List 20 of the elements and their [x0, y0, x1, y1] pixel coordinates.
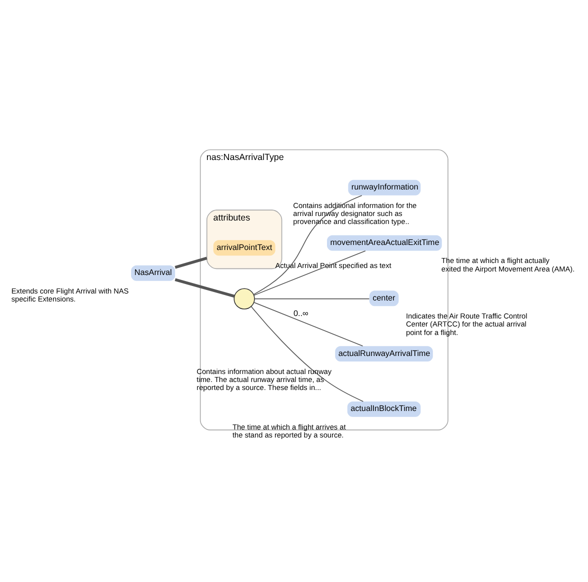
connector — [250, 306, 364, 402]
node-circle — [234, 288, 255, 309]
connector — [174, 256, 208, 268]
node-box: NasArrival — [131, 264, 176, 280]
node-box: runwayInformation — [348, 179, 421, 195]
node-box: actualInBlockTime — [347, 400, 421, 416]
connector — [254, 298, 370, 299]
node-label: Extends core Flight Arrival with NAS specific Extensions. — [11, 286, 129, 303]
connector — [254, 250, 366, 296]
node-box: arrivalPointText — [213, 240, 276, 256]
node-label: Indicates the Air Route Traffic Control Center (ARTCC) for the actual arrival point for a flight. — [406, 311, 528, 336]
edge-label: 0..∞ — [294, 308, 308, 318]
node-box: movementAreaActualExitTime — [327, 234, 442, 250]
connector — [253, 194, 362, 294]
node-box: center — [369, 290, 399, 306]
connector — [254, 301, 364, 346]
node-label: The time at which a flight actually exited the Airport Movement Area (AMA). — [441, 256, 575, 273]
connector — [174, 278, 235, 298]
node-box: actualRunwayArrivalTime — [335, 346, 433, 362]
node-label: The time at which a flight arrives at the stand as reported by a source. — [232, 422, 346, 439]
